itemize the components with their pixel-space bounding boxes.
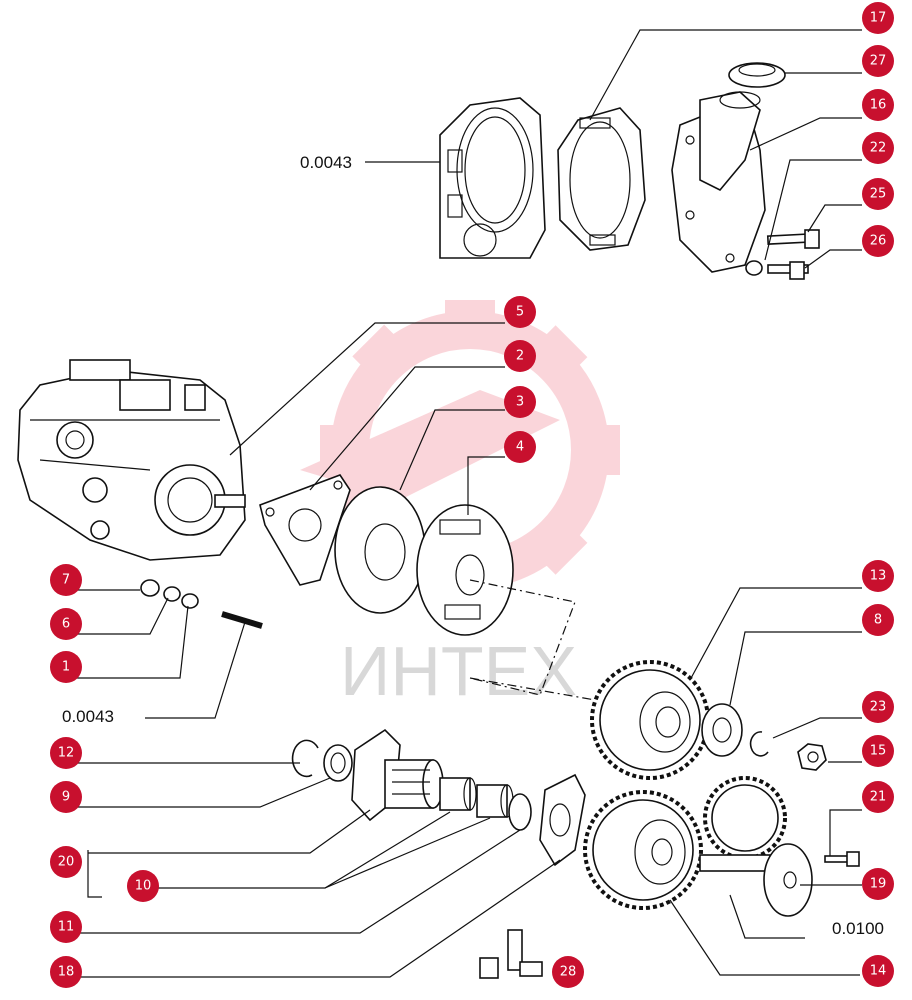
svg-text:4: 4 — [516, 440, 524, 455]
svg-text:26: 26 — [870, 234, 887, 249]
shaft-axis-line-2 — [469, 677, 596, 701]
oil-filler-cap — [728, 62, 786, 88]
callout-4: 4 — [504, 431, 536, 463]
svg-text:10: 10 — [135, 879, 152, 894]
svg-text:22: 22 — [870, 141, 887, 156]
callout-16: 16 — [862, 89, 894, 121]
callout-28: 28 — [552, 956, 584, 988]
callout-8: 8 — [862, 604, 894, 636]
parts-28 — [479, 929, 543, 979]
thrust-plate-18 — [539, 773, 586, 867]
gear-spacer-8 — [701, 703, 743, 757]
callout-13: 13 — [862, 560, 894, 592]
svg-text:19: 19 — [870, 877, 887, 892]
callout-12: 12 — [50, 737, 82, 769]
svg-text:9: 9 — [62, 790, 70, 805]
bearing-housing — [351, 728, 444, 822]
svg-text:6: 6 — [62, 617, 70, 632]
svg-text:20: 20 — [58, 855, 75, 870]
svg-text:12: 12 — [58, 746, 75, 761]
svg-text:2: 2 — [516, 349, 524, 364]
svg-text:18: 18 — [58, 965, 75, 980]
ref-code-bottom-right: 0.0100 — [832, 919, 884, 938]
svg-text:23: 23 — [870, 700, 887, 715]
circlip-23 — [749, 731, 769, 757]
callout-19: 19 — [862, 868, 894, 900]
bolt-21 — [824, 851, 860, 867]
nut-15 — [797, 743, 827, 771]
idler-gear — [703, 776, 787, 860]
callout-26: 26 — [862, 225, 894, 257]
svg-text:13: 13 — [870, 569, 887, 584]
leader-lines — [75, 29, 862, 978]
svg-text:25: 25 — [870, 187, 887, 202]
callout-27: 27 — [862, 45, 894, 77]
idler-hub-19 — [699, 843, 813, 917]
callout-11: 11 — [50, 911, 82, 943]
pump-flange-plate — [259, 474, 351, 586]
svg-text:1: 1 — [62, 660, 70, 675]
callout-15: 15 — [862, 735, 894, 767]
svg-text:8: 8 — [874, 613, 882, 628]
svg-text:5: 5 — [516, 305, 524, 320]
callout-23: 23 — [862, 691, 894, 723]
camshaft-gear — [583, 790, 703, 910]
watermark-text: ИНТЕХ — [340, 632, 577, 710]
ref-code-left: 0.0043 — [62, 707, 114, 726]
svg-text:11: 11 — [58, 920, 75, 935]
timing-housing — [439, 97, 546, 259]
svg-text:21: 21 — [870, 790, 887, 805]
ref-code-top: 0.0043 — [300, 153, 352, 172]
callout-17: 17 — [862, 2, 894, 34]
svg-text:14: 14 — [870, 964, 887, 979]
svg-text:28: 28 — [560, 965, 577, 980]
bushings-10 — [439, 777, 514, 818]
timing-cover — [671, 91, 766, 273]
svg-text:17: 17 — [870, 11, 887, 26]
callout-2: 2 — [504, 340, 536, 372]
circlip-12 — [291, 739, 319, 778]
callout-3: 3 — [504, 386, 536, 418]
thrust-washer-11 — [508, 793, 532, 831]
callout-20: 20 — [50, 846, 82, 878]
callout-14: 14 — [862, 955, 894, 987]
svg-text:3: 3 — [516, 395, 524, 410]
callout-25: 25 — [862, 178, 894, 210]
callout-6: 6 — [50, 608, 82, 640]
callout-9: 9 — [50, 781, 82, 813]
svg-text:7: 7 — [62, 573, 70, 588]
shaft-axis-line — [469, 579, 576, 696]
callout-18: 18 — [50, 956, 82, 988]
nut-washer-stud — [140, 579, 263, 629]
callout-1: 1 — [50, 651, 82, 683]
callout-5: 5 — [504, 296, 536, 328]
cover-gasket — [557, 107, 646, 251]
injection-pump — [17, 359, 246, 561]
washer-9 — [323, 744, 353, 782]
cover-bolts — [745, 229, 820, 280]
pump-hub-plate — [416, 504, 514, 636]
callout-10: 10 — [127, 870, 159, 902]
callout-22: 22 — [862, 132, 894, 164]
svg-text:16: 16 — [870, 98, 887, 113]
callout-21: 21 — [862, 781, 894, 813]
callout-7: 7 — [50, 564, 82, 596]
svg-text:27: 27 — [870, 54, 887, 69]
pump-gasket — [334, 486, 426, 614]
svg-text:15: 15 — [870, 744, 887, 759]
